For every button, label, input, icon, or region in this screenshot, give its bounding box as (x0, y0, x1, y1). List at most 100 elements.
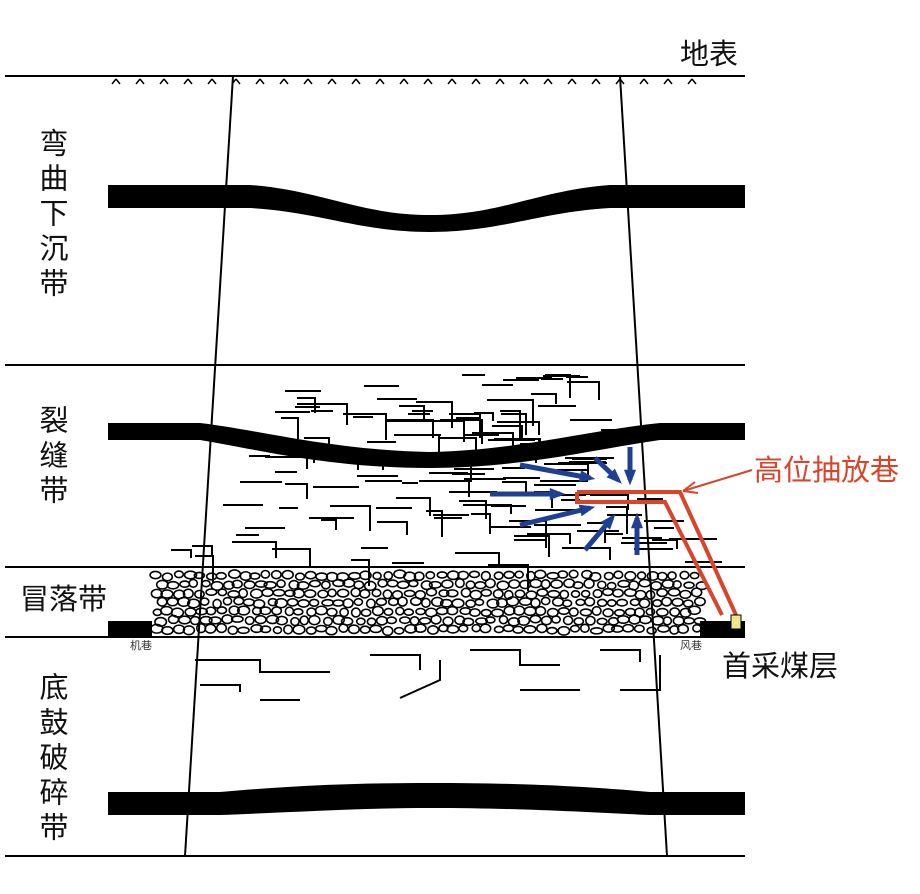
fracture-zone-label: 裂缝带 (35, 405, 69, 510)
surface-tick (687, 78, 697, 85)
first-seam-label: 首采煤层 (722, 649, 839, 683)
rubble-block (502, 624, 515, 633)
rubble-block (236, 605, 251, 616)
rubble-block (283, 624, 294, 635)
rubble-block (624, 570, 637, 581)
rubble-block (546, 571, 560, 580)
rubble-block (652, 599, 663, 608)
rubble-block (244, 615, 255, 626)
rubble-block (540, 615, 553, 626)
rubble-block (303, 589, 317, 599)
rubble-block (514, 589, 526, 599)
rubble-block (503, 589, 514, 601)
rubble-block (672, 580, 682, 590)
rubble-block (275, 615, 289, 626)
rubble-block (559, 589, 570, 600)
rubble-block (377, 578, 388, 588)
rubble-block (438, 589, 450, 598)
rubble-block (179, 580, 191, 588)
rubble-block (161, 572, 174, 582)
rubble-block (172, 624, 186, 635)
rubble-block (315, 572, 329, 582)
rubble-block (184, 607, 197, 617)
rubble-block (621, 623, 635, 633)
rubble-block (557, 570, 569, 579)
rubble-block (215, 622, 228, 634)
rubble-block (375, 597, 388, 607)
rubble-block (199, 597, 210, 606)
rubble-block (523, 624, 537, 634)
rubble-block (529, 614, 542, 624)
rubble-block (656, 588, 669, 598)
rubble-block (465, 599, 477, 609)
rubble-block (348, 571, 362, 581)
rubble-block (216, 606, 228, 615)
rubble-block (385, 616, 398, 625)
rubble-block (512, 625, 524, 634)
surface-tick (375, 78, 385, 85)
rubble-block (426, 625, 439, 635)
rubble-block (616, 615, 630, 625)
surface-tick (183, 78, 193, 85)
rubble-block (446, 570, 460, 581)
rubble-block (299, 615, 310, 626)
rubble-block (237, 626, 250, 635)
rubble-block (480, 588, 493, 597)
rubble-block (596, 580, 607, 590)
rubble-block (359, 625, 371, 634)
rubble-block (503, 605, 516, 616)
rubble-block (468, 570, 481, 579)
rubble-block (420, 580, 433, 591)
rubble-block (331, 599, 345, 607)
rubble-block (682, 599, 694, 608)
rubble-block (446, 605, 459, 616)
rubble-block (656, 571, 668, 581)
rubble-block (221, 614, 234, 625)
rubble-block (325, 625, 338, 636)
rubble-block (320, 580, 331, 590)
rubble-block (397, 596, 408, 607)
rubble-block (284, 589, 296, 598)
rubble-block (239, 570, 252, 582)
rubble-block (294, 572, 306, 581)
rubble-block (382, 589, 393, 600)
rubble-block (260, 569, 271, 579)
rubble-block (205, 588, 218, 597)
rubble-block (551, 597, 565, 607)
rubble-block (314, 605, 328, 616)
rubble-block (657, 624, 671, 633)
rubble-block (638, 615, 652, 625)
rubble-block (454, 578, 465, 589)
rubble-block (693, 617, 707, 625)
rubble-block (550, 579, 564, 589)
rubble-block (204, 623, 217, 634)
rubble-block (201, 579, 211, 588)
rubble-block (408, 579, 419, 588)
rubble-block (536, 588, 549, 597)
rubble-block (573, 617, 585, 626)
rubble-block (596, 598, 608, 608)
rubble-block (451, 598, 465, 609)
rubble-block (633, 624, 645, 633)
rubble-block (561, 599, 573, 608)
rubble-block (425, 570, 436, 580)
rubble-block (194, 589, 205, 599)
surface-tick (255, 78, 265, 85)
rubble-block (355, 617, 366, 626)
rubble-block (227, 625, 239, 636)
rubble-block (250, 624, 264, 634)
rubble-block (634, 589, 647, 600)
rubble-block (332, 578, 346, 588)
rubble-block (420, 597, 431, 609)
rubble-block (584, 596, 596, 607)
rubble-block (173, 570, 185, 579)
rubble-block (231, 579, 243, 589)
rubble-block (629, 598, 641, 607)
rubble-block (628, 614, 642, 625)
rubble-block (428, 580, 442, 589)
rubble-block (536, 623, 548, 634)
rubble-block (471, 623, 482, 633)
gas-flow-arrowhead (606, 468, 622, 484)
rubble-block (579, 608, 593, 617)
